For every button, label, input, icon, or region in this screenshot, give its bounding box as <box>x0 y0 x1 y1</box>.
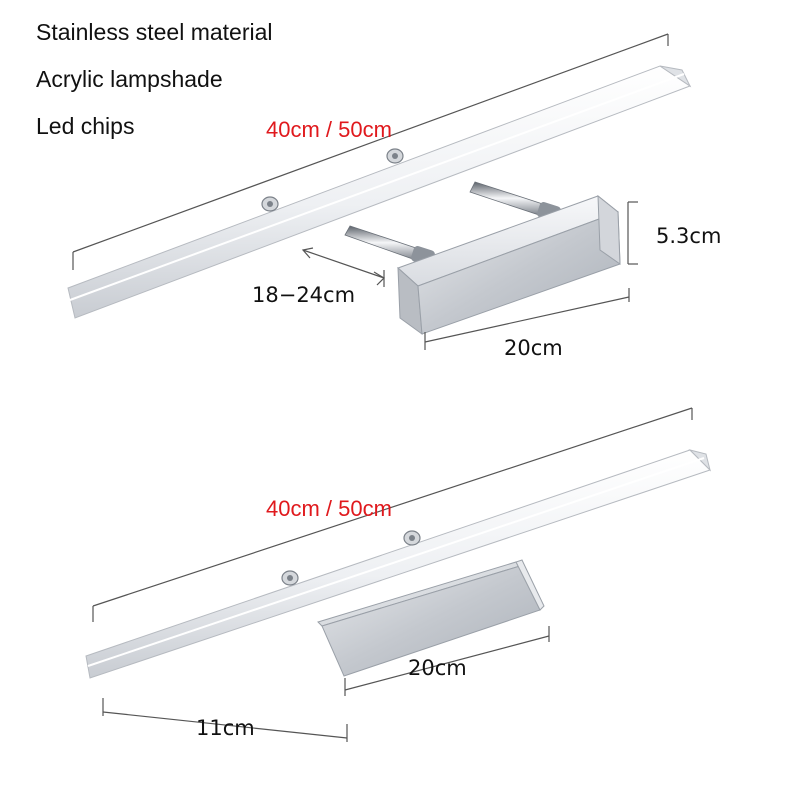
top-mount-screw-left <box>261 196 279 212</box>
bottom-length-dimension-line <box>92 407 693 622</box>
top-arm-length-label: 18−24cm <box>252 283 356 307</box>
top-arm-dimension-line <box>301 247 385 287</box>
top-head-width-label: 20cm <box>504 336 563 360</box>
bottom-lamp-head <box>317 559 545 677</box>
bottom-depth-dimension-line <box>102 698 348 742</box>
feature-led-chips: Led chips <box>36 113 135 139</box>
top-head-width-dimension-line <box>424 288 630 350</box>
bottom-depth-label: 11cm <box>196 716 255 740</box>
top-length-label: 40cm / 50cm <box>266 117 392 142</box>
top-lamp-head <box>397 194 621 336</box>
top-acrylic-bar <box>67 65 692 319</box>
bottom-mount-screw-right <box>403 530 421 546</box>
bottom-acrylic-bar <box>85 449 711 679</box>
bottom-length-label: 40cm / 50cm <box>266 496 392 521</box>
top-lamp <box>67 33 692 350</box>
feature-stainless-steel: Stainless steel material <box>36 19 273 45</box>
top-length-dimension-line <box>72 33 669 270</box>
bottom-mount-screw-left <box>281 570 299 586</box>
bottom-lamp <box>85 407 711 742</box>
top-height-dimension-line <box>627 201 638 265</box>
top-height-label: 5.3cm <box>656 224 722 248</box>
bottom-head-width-dimension-line <box>344 626 550 696</box>
feature-acrylic-lampshade: Acrylic lampshade <box>36 66 223 92</box>
top-mount-screw-right <box>386 148 404 164</box>
bottom-head-width-label: 20cm <box>408 656 467 680</box>
